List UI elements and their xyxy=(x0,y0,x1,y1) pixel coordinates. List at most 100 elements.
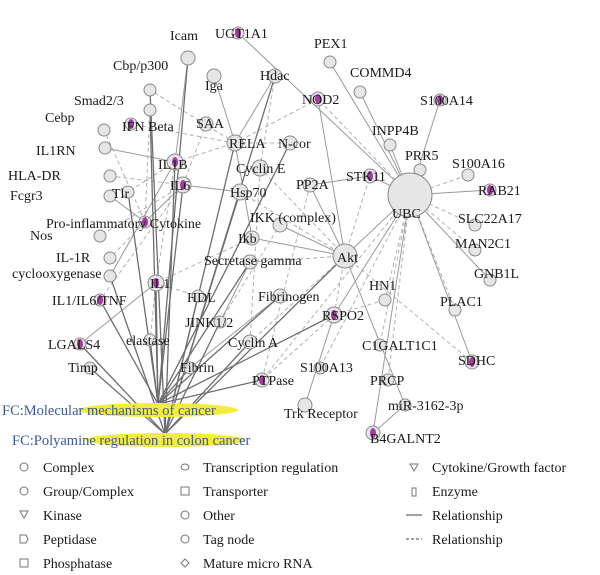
edge-proinf-il1r xyxy=(109,221,146,259)
node-elastase-icon[interactable] xyxy=(143,333,157,347)
node-label-il1r: IL-1R xyxy=(56,251,91,266)
legend-phosphatase: Phosphatase xyxy=(43,557,112,572)
node-label-nos: Nos xyxy=(30,229,53,244)
node-label-pp2a: PP2A xyxy=(296,178,330,193)
edge-il1b-tlr xyxy=(127,161,176,193)
node-cbp-icon[interactable] xyxy=(143,83,157,97)
node-tlr-icon[interactable] xyxy=(121,185,135,199)
node-label-prcp: PRCP xyxy=(370,374,404,389)
edge-il6-hladr xyxy=(109,175,184,186)
cytokine-icon xyxy=(409,463,419,473)
node-s100a13-icon[interactable] xyxy=(313,361,327,375)
edge-rela-ifnb xyxy=(130,123,236,144)
node-trk-icon[interactable] xyxy=(297,397,313,413)
node-label-il1rn: IL1RN xyxy=(36,144,76,159)
node-hladr-icon[interactable] xyxy=(103,169,117,183)
node-ubc-icon[interactable] xyxy=(387,172,433,218)
node-hdl-icon[interactable] xyxy=(191,289,205,303)
node-gnb1l-icon[interactable] xyxy=(483,273,497,287)
node-cycline-icon[interactable] xyxy=(251,159,269,177)
node-saa-icon[interactable] xyxy=(198,116,214,132)
node-label-fibrin: Fibrin xyxy=(180,361,214,376)
highlight-marker-il6 xyxy=(180,180,186,190)
node-label-ptpase: PTPase xyxy=(252,374,294,389)
legend-complex: Complex xyxy=(43,461,94,476)
node-label-hn1: HN1 xyxy=(369,279,396,294)
function-edge-cyclina xyxy=(164,341,251,435)
node-label-s100a16: S100A16 xyxy=(452,157,505,172)
node-c1galt1c1-icon[interactable] xyxy=(373,338,387,352)
node-label-sdhc: SDHC xyxy=(458,354,495,369)
node-ikk-icon[interactable] xyxy=(272,217,288,233)
edge-rspo2-hn1 xyxy=(333,299,386,316)
node-label-s100a14: S100A14 xyxy=(420,94,473,109)
edge-ikb-il1 xyxy=(155,237,253,284)
legend-kinase: Kinase xyxy=(43,509,82,524)
node-prcp-icon[interactable] xyxy=(381,373,395,387)
highlight-marker-ugt1a1 xyxy=(235,28,241,38)
node-cebp-icon[interactable] xyxy=(97,123,111,137)
node-slc22a17-icon[interactable] xyxy=(468,218,482,232)
edge-il1b-il1rn xyxy=(104,147,176,163)
node-fibrin-icon[interactable] xyxy=(183,361,197,375)
node-label-cycline: Cyclin E xyxy=(236,162,285,177)
node-hdac-icon[interactable] xyxy=(267,68,283,84)
edge-rspo2-trk xyxy=(304,314,335,406)
node-pp2a-icon[interactable] xyxy=(302,177,318,193)
complex-icon xyxy=(19,462,29,472)
node-label-proinf: Pro-inflammatory Cytokine xyxy=(46,217,201,232)
node-il1r-icon[interactable] xyxy=(103,251,117,265)
node-ncor-icon[interactable] xyxy=(282,135,298,151)
node-inpp4b-icon[interactable] xyxy=(383,138,397,152)
function-edge-fibrinogen xyxy=(157,295,281,405)
node-man2c1-icon[interactable] xyxy=(468,243,482,257)
edge-proinf-cebp xyxy=(103,129,146,223)
node-jink-icon[interactable] xyxy=(213,315,227,329)
node-ikb-icon[interactable] xyxy=(244,230,260,246)
legend-enzyme: Enzyme xyxy=(432,485,478,500)
edge-akt-nod2 xyxy=(317,98,346,257)
node-cyclina-icon[interactable] xyxy=(242,334,258,350)
function-edge-secgam xyxy=(157,261,251,405)
edge-akt-ikb xyxy=(251,237,346,257)
legend-peptidase: Peptidase xyxy=(43,533,97,548)
node-label-inpp4b: INPP4B xyxy=(372,124,419,139)
node-iga-icon[interactable] xyxy=(206,68,222,84)
edge-ubc-rspo2 xyxy=(333,194,411,316)
node-s100a16-icon[interactable] xyxy=(461,168,475,182)
node-smad-icon[interactable] xyxy=(143,103,157,117)
other-icon xyxy=(180,510,190,520)
node-fibrinogen-icon[interactable] xyxy=(272,288,288,304)
legend-other: Other xyxy=(203,509,235,524)
node-akt-icon[interactable] xyxy=(332,243,358,269)
node-label-hladr: HLA-DR xyxy=(8,169,62,184)
node-hsp70-icon[interactable] xyxy=(231,183,249,201)
node-timp-icon[interactable] xyxy=(83,361,97,375)
node-mir-icon[interactable] xyxy=(398,398,412,412)
node-secgam-icon[interactable] xyxy=(242,254,258,270)
node-icam-icon[interactable] xyxy=(180,50,196,66)
node-nos-icon[interactable] xyxy=(93,229,107,243)
node-rela-icon[interactable] xyxy=(226,134,244,152)
legend-relationship-solid: Relationship xyxy=(432,509,503,524)
node-label-ikb: Ikb xyxy=(238,232,257,247)
function-label-polyamine-regulation: FC:Polyamine regulation in colon cancer xyxy=(12,433,251,449)
node-cox-icon[interactable] xyxy=(103,269,117,283)
node-label-lgals4: LGALS4 xyxy=(48,338,100,353)
node-pex1-icon[interactable] xyxy=(323,55,337,69)
node-label-cbp: Cbp/p300 xyxy=(113,59,168,74)
node-plac1-icon[interactable] xyxy=(448,303,462,317)
edge-il1-lgals4 xyxy=(79,282,157,345)
edge-il1b-icam xyxy=(174,57,189,163)
node-commd4-icon[interactable] xyxy=(353,85,367,99)
edge-akt-cyclina xyxy=(249,255,346,343)
node-label-cox: cyclooxygenase xyxy=(12,267,101,282)
edge-akt-mir xyxy=(344,255,406,406)
node-fcgr3-icon[interactable] xyxy=(103,189,117,203)
function-edge-ptpase xyxy=(157,379,263,405)
node-hn1-icon[interactable] xyxy=(378,293,392,307)
node-il1rn-icon[interactable] xyxy=(98,141,112,155)
node-label-rab21: RAB21 xyxy=(478,184,521,199)
edge-rspo2-ptpase xyxy=(261,314,335,381)
